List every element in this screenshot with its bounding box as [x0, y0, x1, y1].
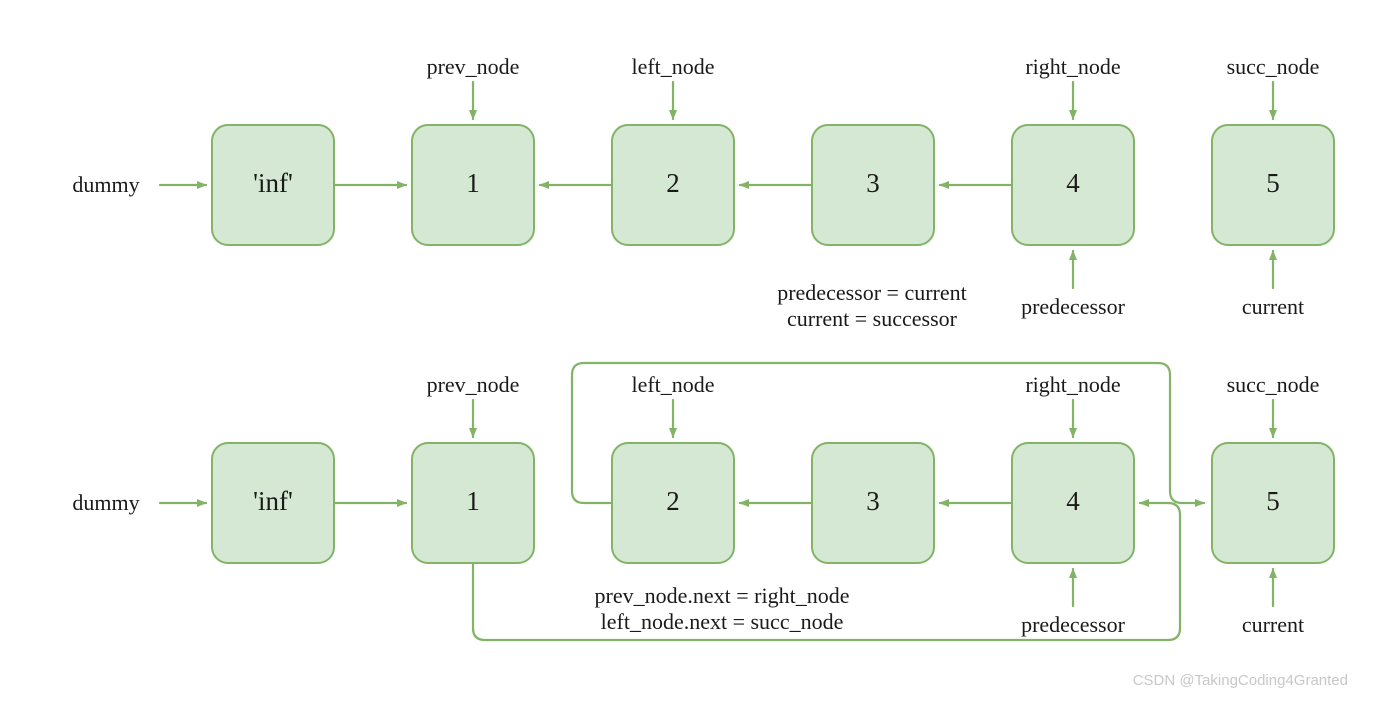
node-inf-row2-label: 'inf' — [253, 486, 293, 516]
node-1-row2-label: 1 — [466, 486, 480, 516]
node-4-row1 — [1011, 124, 1135, 246]
node-inf-row1-label: 'inf' — [253, 168, 293, 198]
node-4-row2 — [1011, 442, 1135, 564]
label-prev_node-row2: prev_node — [427, 372, 520, 397]
node-4-row2-label: 4 — [1066, 486, 1080, 516]
label-dummy-row2: dummy — [72, 490, 139, 515]
label-left_node-row2: left_node — [631, 372, 714, 397]
label-dummy-row1: dummy — [72, 172, 139, 197]
caption-row2-line1: prev_node.next = right_node — [595, 583, 850, 608]
node-1-row1 — [411, 124, 535, 246]
node-2-row2 — [611, 442, 735, 564]
node-1-row2 — [411, 442, 535, 564]
node-3-row1-label: 3 — [866, 168, 880, 198]
edge-prev_node-next-to-right_node-row2 — [471, 499, 1182, 642]
node-2-row1 — [611, 124, 735, 246]
caption-row1-line2: current = successor — [787, 306, 958, 331]
label-right_node-row2: right_node — [1025, 372, 1120, 397]
caption-row1-line1: predecessor = current — [777, 280, 967, 305]
label-current-row1: current — [1242, 294, 1304, 319]
label-current-row2: current — [1242, 612, 1304, 637]
label-right_node-row1: right_node — [1025, 54, 1120, 79]
caption-row2-line2: left_node.next = succ_node — [601, 609, 844, 634]
node-inf-row2 — [211, 442, 335, 564]
watermark: CSDN @TakingCoding4Granted — [1133, 672, 1348, 689]
edge-left_node-next-to-succ_node-row2 — [570, 361, 1206, 507]
node-5-row1 — [1211, 124, 1335, 246]
node-2-row2-label: 2 — [666, 486, 680, 516]
node-4-row1-label: 4 — [1066, 168, 1080, 198]
label-prev_node-row1: prev_node — [427, 54, 520, 79]
node-5-row2 — [1211, 442, 1335, 564]
node-5-row1-label: 5 — [1266, 168, 1280, 198]
node-3-row2-label: 3 — [866, 486, 880, 516]
node-inf-row1 — [211, 124, 335, 246]
node-3-row2 — [811, 442, 935, 564]
label-left_node-row1: left_node — [631, 54, 714, 79]
label-succ_node-row2: succ_node — [1227, 372, 1320, 397]
node-3-row1 — [811, 124, 935, 246]
node-2-row1-label: 2 — [666, 168, 680, 198]
label-predecessor-row2: predecessor — [1021, 612, 1126, 637]
node-1-row1-label: 1 — [466, 168, 480, 198]
label-succ_node-row1: succ_node — [1227, 54, 1320, 79]
node-5-row2-label: 5 — [1266, 486, 1280, 516]
label-predecessor-row1: predecessor — [1021, 294, 1126, 319]
